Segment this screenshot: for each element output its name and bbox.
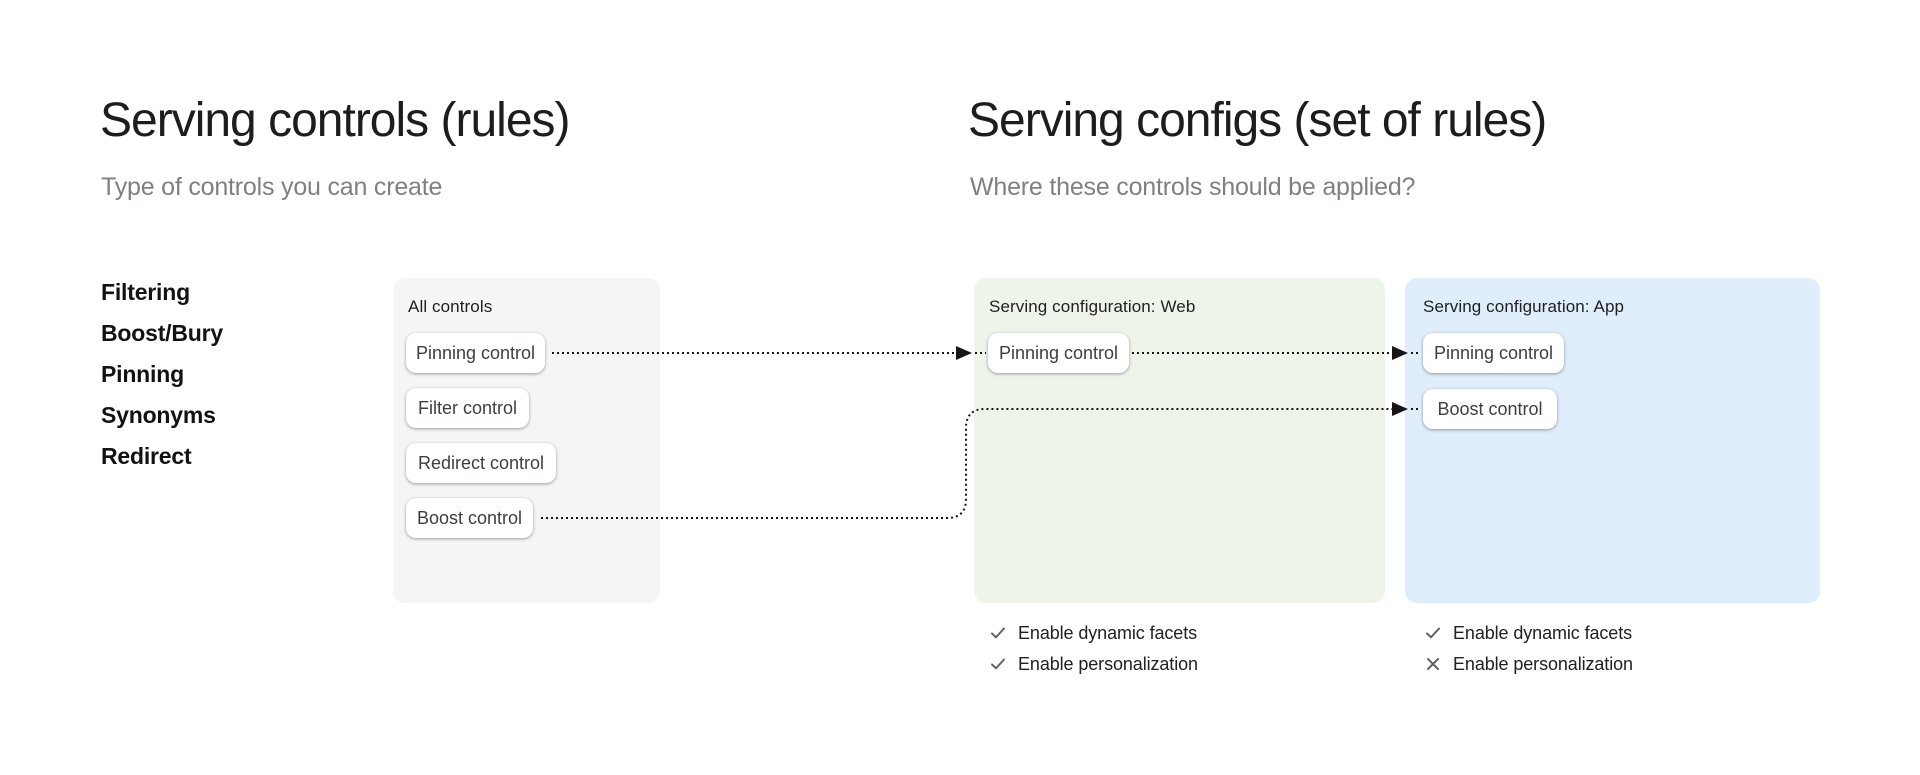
control-type-redirect: Redirect <box>101 443 192 469</box>
arrowhead-web-pinning <box>956 346 972 360</box>
chip-filter-control[interactable]: Filter control <box>406 388 529 428</box>
feature-label: Enable personalization <box>1453 653 1633 674</box>
web-feature-dynamic-facets: Enable dynamic facets <box>989 618 1198 648</box>
control-type-list: Filtering Boost/Bury Pinning Synonyms Re… <box>101 272 223 477</box>
right-subtitle: Where these controls should be applied? <box>970 173 1416 201</box>
left-subtitle: Type of controls you can create <box>101 173 443 201</box>
app-chip-pinning-control[interactable]: Pinning control <box>1423 333 1564 373</box>
all-controls-panel: All controls Pinning control Filter cont… <box>393 278 660 603</box>
control-type-synonyms: Synonyms <box>101 402 216 428</box>
app-feature-list: Enable dynamic facets Enable personaliza… <box>1424 618 1633 679</box>
feature-label: Enable dynamic facets <box>1453 622 1632 643</box>
web-panel-label: Serving configuration: Web <box>989 297 1196 316</box>
feature-label: Enable dynamic facets <box>1018 622 1197 643</box>
x-icon <box>1427 658 1439 670</box>
web-chip-pinning-control[interactable]: Pinning control <box>988 333 1129 373</box>
app-panel-label: Serving configuration: App <box>1423 297 1625 316</box>
control-type-filtering: Filtering <box>101 279 190 305</box>
left-title: Serving controls (rules) <box>100 94 570 147</box>
serving-config-web-panel: Serving configuration: Web Pinning contr… <box>974 278 1385 603</box>
check-icon <box>991 627 1005 639</box>
chip-pinning-control[interactable]: Pinning control <box>406 333 545 373</box>
app-chip-boost-control[interactable]: Boost control <box>1423 389 1557 429</box>
serving-config-app-panel: Serving configuration: App Pinning contr… <box>1405 278 1820 603</box>
chip-redirect-control[interactable]: Redirect control <box>406 443 556 483</box>
check-icon <box>1426 627 1440 639</box>
right-title: Serving configs (set of rules) <box>968 94 1547 147</box>
app-feature-personalization: Enable personalization <box>1424 649 1633 679</box>
chip-boost-control[interactable]: Boost control <box>406 498 533 538</box>
control-type-boost-bury: Boost/Bury <box>101 320 223 346</box>
all-controls-panel-label: All controls <box>408 297 493 316</box>
check-icon <box>991 658 1005 670</box>
web-feature-personalization: Enable personalization <box>989 649 1198 679</box>
web-feature-list: Enable dynamic facets Enable personaliza… <box>989 618 1198 679</box>
feature-label: Enable personalization <box>1018 653 1198 674</box>
app-feature-dynamic-facets: Enable dynamic facets <box>1424 618 1633 648</box>
control-type-pinning: Pinning <box>101 361 184 387</box>
